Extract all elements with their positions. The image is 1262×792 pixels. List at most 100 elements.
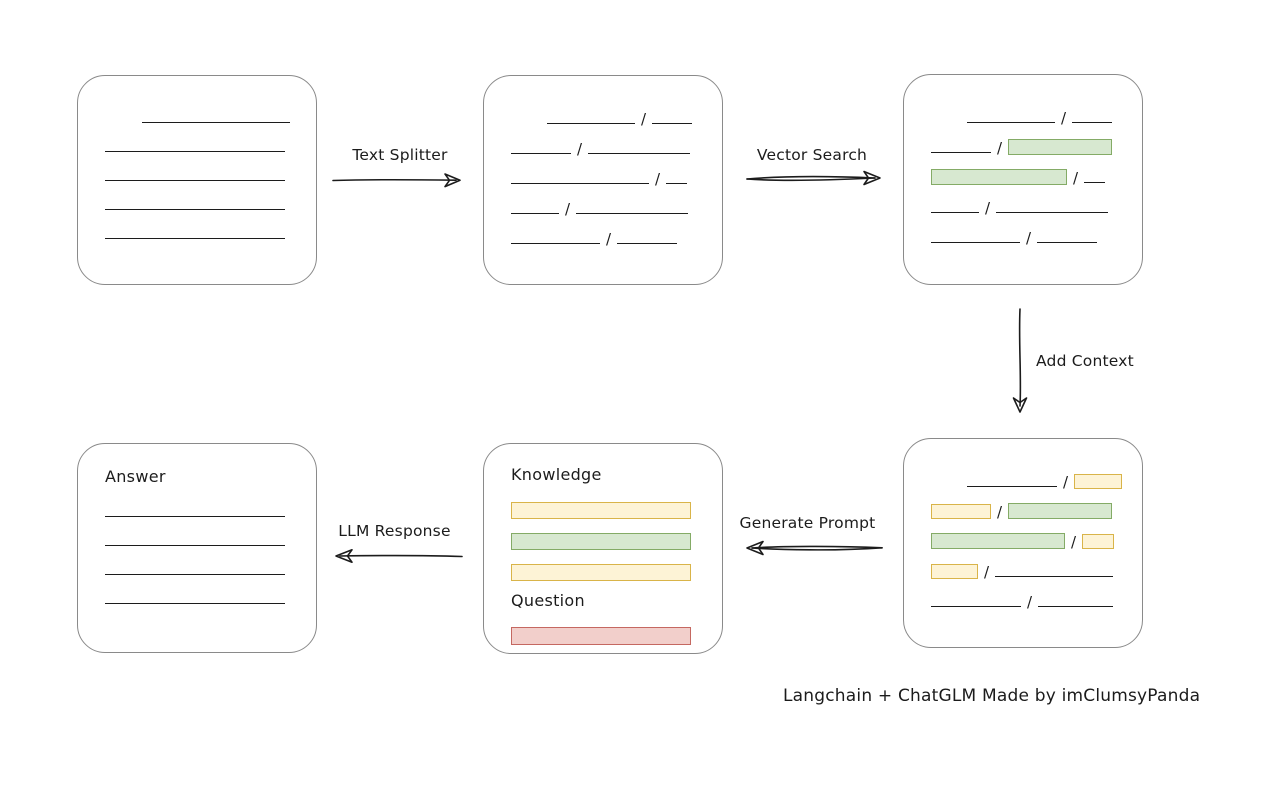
- yellow-highlight-chip: [931, 504, 991, 519]
- text-row: [511, 559, 695, 581]
- box-rows: Answer: [78, 444, 316, 604]
- box-answer: Answer: [77, 443, 317, 653]
- text-row: [105, 584, 289, 604]
- slash-separator: /: [1063, 473, 1069, 491]
- text-line: [511, 243, 600, 244]
- text-line: [576, 213, 689, 214]
- slash-separator: /: [606, 230, 612, 248]
- yellow-highlight-chip: [931, 564, 978, 579]
- green-highlight-chip: [1008, 503, 1113, 519]
- green-highlight-chip: [511, 533, 691, 550]
- slash-separator: /: [997, 139, 1003, 157]
- generate-prompt-arrow: [746, 540, 883, 556]
- text-line: [105, 238, 285, 239]
- text-line: [511, 183, 649, 184]
- text-line: [588, 153, 691, 154]
- text-row: /: [931, 133, 1115, 157]
- slash-separator: /: [985, 199, 991, 217]
- slash-separator: /: [1026, 229, 1032, 247]
- add-context-arrow: [1012, 308, 1028, 413]
- text-row: [105, 103, 290, 123]
- text-row: /: [511, 134, 695, 158]
- text-line: [105, 545, 285, 546]
- text-line: [105, 209, 285, 210]
- slash-separator: /: [1027, 593, 1033, 611]
- slash-separator: /: [997, 503, 1003, 521]
- text-line: [105, 180, 285, 181]
- llm-response-arrow: [335, 549, 463, 563]
- text-row: [105, 161, 289, 181]
- yellow-highlight-chip: [1082, 534, 1115, 549]
- yellow-highlight-chip: [1074, 474, 1123, 489]
- text-line: [105, 516, 285, 517]
- text-row: [105, 526, 289, 546]
- text-row: /: [931, 103, 1115, 127]
- text-line: [105, 151, 285, 152]
- text-line: [511, 213, 559, 214]
- text-splitter-arrow: [332, 173, 461, 188]
- text-line: [1037, 242, 1098, 243]
- text-row: /: [931, 527, 1115, 551]
- box-source-document: [77, 75, 317, 285]
- box-rows: / / / / /: [484, 76, 722, 248]
- text-line: [105, 574, 285, 575]
- text-row: [511, 623, 695, 645]
- text-row: [105, 132, 289, 152]
- add-context-label: Add Context: [1036, 352, 1134, 370]
- caption: Langchain + ChatGLM Made by imClumsyPand…: [783, 686, 1201, 706]
- vector-search-label: Vector Search: [756, 146, 868, 164]
- text-line: [105, 603, 285, 604]
- text-line: [995, 576, 1114, 577]
- box-context-added: / / / / /: [903, 438, 1143, 648]
- text-row: [511, 528, 695, 550]
- indent: [511, 123, 541, 124]
- text-row: /: [511, 104, 695, 128]
- generate-prompt-label: Generate Prompt: [739, 514, 876, 532]
- indent: [931, 486, 961, 487]
- vector-search-arrow: [746, 170, 881, 186]
- text-line: [1038, 606, 1114, 607]
- text-row: /: [931, 193, 1115, 217]
- text-line: [652, 123, 693, 124]
- knowledge-label: Knowledge: [511, 465, 602, 484]
- text-row: [511, 497, 695, 519]
- box-rows: [78, 76, 316, 239]
- text-line: [511, 153, 571, 154]
- text-row: /: [511, 194, 695, 217]
- box-vector-search-matches: / / / / /: [903, 74, 1143, 285]
- question-label: Question: [511, 591, 585, 610]
- green-highlight-chip: [1008, 139, 1113, 155]
- text-row: /: [931, 587, 1115, 611]
- box-rows: / / / / /: [904, 439, 1142, 611]
- text-row: /: [931, 163, 1115, 187]
- answer-label: Answer: [105, 467, 166, 486]
- slash-separator: /: [984, 563, 990, 581]
- text-row: [105, 497, 289, 517]
- indent: [105, 122, 136, 123]
- slash-separator: /: [655, 170, 661, 188]
- green-highlight-chip: [931, 533, 1065, 549]
- red-highlight-chip: [511, 627, 691, 645]
- text-line: [931, 212, 979, 213]
- text-line: [1072, 122, 1113, 123]
- text-line: [666, 183, 688, 184]
- yellow-highlight-chip: [511, 564, 691, 581]
- yellow-highlight-chip: [511, 502, 691, 519]
- text-line: [617, 243, 678, 244]
- text-line: [931, 152, 991, 153]
- slash-separator: /: [1071, 533, 1077, 551]
- text-row: /: [931, 467, 1123, 491]
- text-line: [931, 242, 1020, 243]
- text-row: /: [931, 497, 1115, 521]
- text-row: [105, 190, 289, 210]
- text-line: [996, 212, 1109, 213]
- slash-separator: /: [1073, 169, 1079, 187]
- text-line: [967, 122, 1055, 123]
- slash-separator: /: [641, 110, 647, 128]
- slash-separator: /: [1061, 109, 1067, 127]
- indent: [931, 122, 961, 123]
- slash-separator: /: [577, 140, 583, 158]
